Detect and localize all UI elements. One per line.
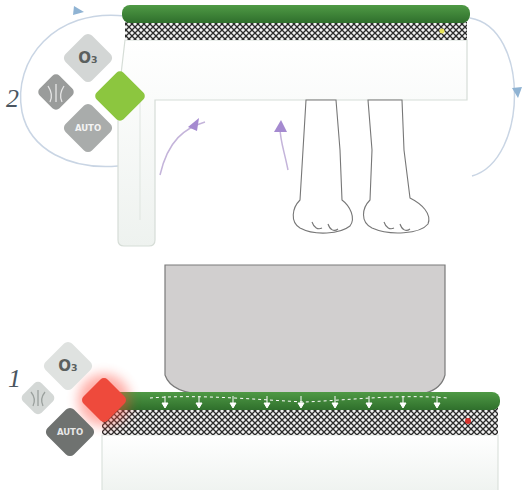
fan-button xyxy=(36,72,76,112)
button-diamond: O₃ xyxy=(40,338,96,394)
button-label: AUTO xyxy=(75,124,101,133)
fan-button xyxy=(20,380,57,417)
button-diamond: AUTO xyxy=(42,404,98,460)
button-label: O₃ xyxy=(78,51,97,66)
step-number: 2 xyxy=(6,86,19,112)
seated-person xyxy=(165,265,445,402)
airflow-arrows xyxy=(150,396,448,408)
power-button-glow xyxy=(78,374,130,426)
button-label: O₃ xyxy=(58,359,77,374)
step-number: 1 xyxy=(8,366,21,392)
cat-feet xyxy=(293,100,429,233)
button-label: AUTO xyxy=(57,428,83,437)
button-diamond: O₃ xyxy=(60,30,116,86)
step-stool xyxy=(100,392,500,490)
step-stool xyxy=(118,5,470,246)
button-diamond: AUTO xyxy=(60,100,116,156)
